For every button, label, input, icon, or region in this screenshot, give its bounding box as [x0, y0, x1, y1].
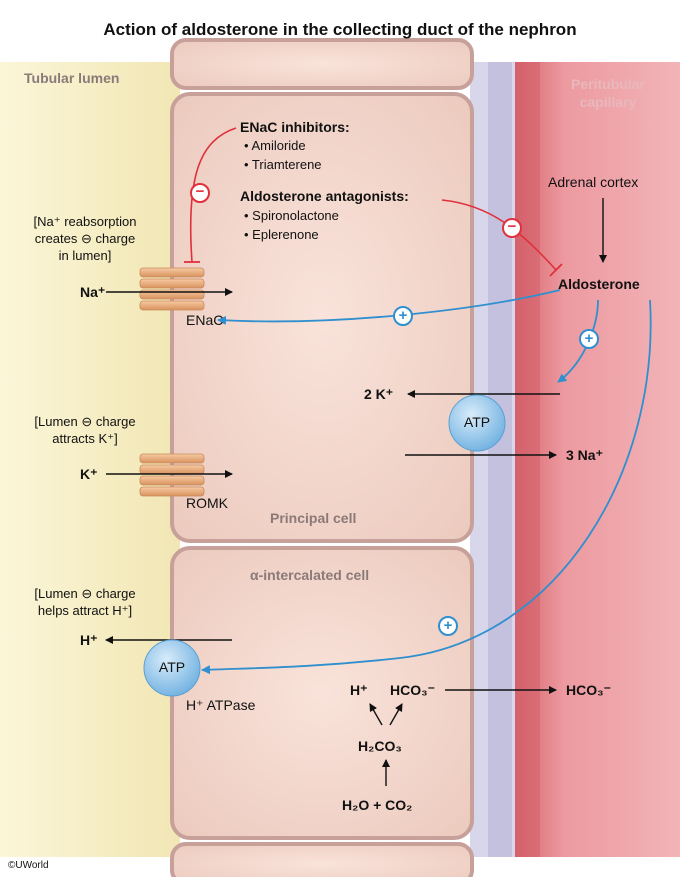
h-ion-label: H⁺	[80, 632, 98, 648]
tubular-lumen-label: Tubular lumen	[24, 70, 120, 86]
interstitium-band	[488, 62, 512, 857]
minus-sign-antagonist: −	[507, 218, 517, 235]
plus-badge-pump	[579, 329, 599, 349]
na-ion-label: Na⁺	[80, 284, 106, 300]
plus-sign-h-atpase: +	[443, 617, 453, 634]
k-ion-label: K⁺	[80, 466, 98, 482]
romk-channel	[139, 453, 205, 497]
h-note: [Lumen ⊖ charge helps attract H⁺]	[20, 585, 150, 619]
plus-sign-pump: +	[584, 330, 594, 347]
aldosterone-antagonists-heading: Aldosterone antagonists:	[240, 188, 409, 204]
antagonist-tbar	[549, 263, 563, 277]
principal-cell	[170, 92, 474, 543]
h-cell-label: H⁺	[350, 682, 368, 698]
enac-label: ENaC	[186, 312, 224, 328]
na-note-line: in lumen]	[58, 248, 112, 263]
k-note-line: [Lumen ⊖ charge	[34, 414, 136, 429]
romk-label: ROMK	[186, 495, 228, 511]
hco3-out-label: HCO₃⁻	[566, 682, 611, 698]
na-note-line: creates ⊖ charge	[34, 231, 136, 246]
h-note-line: [Lumen ⊖ charge	[34, 586, 136, 601]
copyright-label: ©UWorld	[8, 860, 49, 871]
enac-inhibitors-heading: ENaC inhibitors:	[240, 119, 350, 135]
atp-circle-h-atpase	[143, 639, 201, 697]
h2co3-label: H₂CO₃	[358, 738, 402, 754]
peritubular-capillary-region	[515, 62, 680, 857]
enac-inhibitor-line	[189, 127, 237, 263]
na-note-line: [Na⁺ reabsorption	[33, 214, 137, 229]
enac-inhibitor-item: • Triamterene	[244, 157, 322, 172]
na-note: [Na⁺ reabsorption creates ⊖ charge in lu…	[20, 213, 150, 264]
antagonist-item: • Spironolactone	[244, 208, 339, 223]
h-note-line: helps attract H⁺]	[37, 603, 133, 618]
k-note-line: attracts K⁺]	[52, 431, 118, 446]
h2o-co2-label: H₂O + CO₂	[342, 797, 413, 813]
antagonist-line	[441, 199, 557, 271]
capillary-label-line2: capillary	[579, 94, 637, 110]
h-atpase-label: H⁺ ATPase	[186, 697, 256, 713]
hco3-cell-label: HCO₃⁻	[390, 682, 435, 698]
bottom-cell-partial	[170, 842, 474, 877]
two-k-label: 2 K⁺	[364, 386, 394, 402]
antagonist-item: • Eplerenone	[244, 227, 319, 242]
enac-inhibitors-list: • Amiloride • Triamterene	[244, 136, 322, 174]
adrenal-cortex-label: Adrenal cortex	[548, 174, 639, 190]
minus-badge-enac	[190, 183, 210, 203]
intercalated-cell-label: α-intercalated cell	[250, 567, 370, 583]
capillary-label-line1: Peritubular	[571, 76, 645, 92]
three-na-label: 3 Na⁺	[566, 447, 603, 463]
k-note: [Lumen ⊖ charge attracts K⁺]	[20, 413, 150, 447]
atp-label-pump: ATP	[463, 414, 491, 430]
principal-cell-label: Principal cell	[270, 510, 357, 526]
plus-badge-enac	[393, 306, 413, 326]
h2co3-to-hco3-arrow	[389, 703, 403, 726]
plus-badge-h-atpase	[438, 616, 458, 636]
h2co3-to-h-arrow	[369, 703, 383, 726]
atp-label-h-atpase: ATP	[158, 659, 186, 675]
minus-badge-antagonist	[502, 218, 522, 238]
aldosterone-label: Aldosterone	[558, 276, 640, 292]
top-cell-partial	[170, 38, 474, 90]
capillary-wall	[515, 62, 540, 857]
enac-inhibitor-item: • Amiloride	[244, 138, 306, 153]
atp-circle-pump	[448, 394, 506, 452]
diagram-title: Action of aldosterone in the collecting …	[103, 20, 577, 39]
aldosterone-antagonists-list: • Spironolactone • Eplerenone	[244, 206, 339, 244]
plus-sign-enac: +	[398, 307, 408, 324]
aldosterone-to-h-atpase-arrow	[201, 299, 652, 675]
minus-sign-enac: −	[195, 183, 205, 200]
